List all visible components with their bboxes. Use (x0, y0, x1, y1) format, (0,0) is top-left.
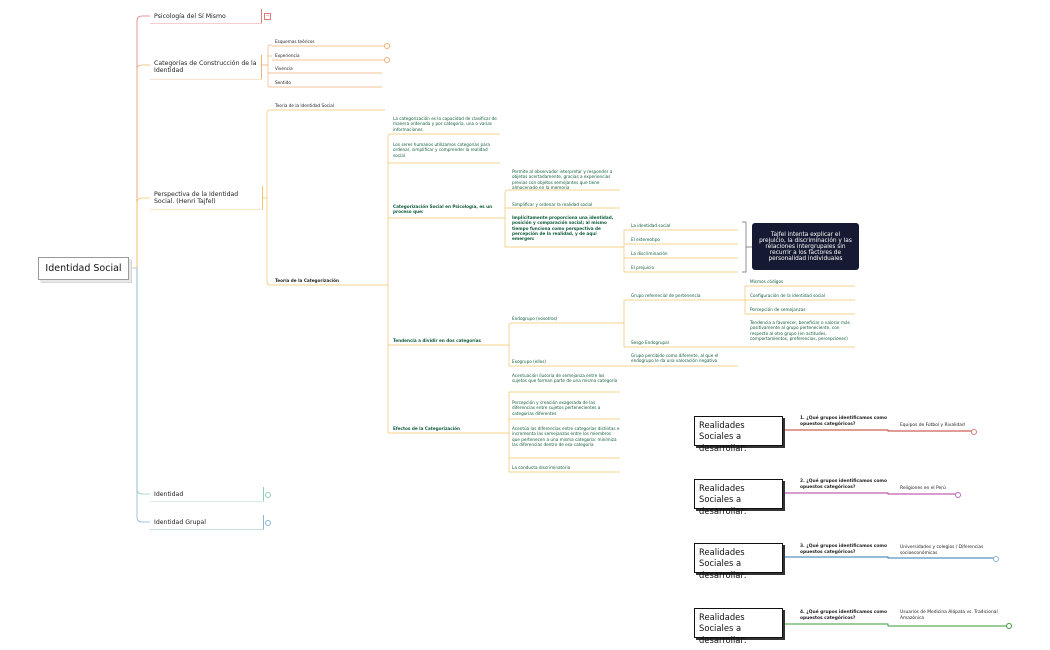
node-identidad[interactable]: Identidad (150, 487, 264, 501)
categoria-item[interactable]: Sentido (275, 80, 291, 85)
node-label: Identidad Grupal (154, 518, 206, 526)
branch-blue-line (136, 268, 150, 523)
expand-dot-icon[interactable] (955, 492, 961, 498)
node-efecto-item[interactable]: La conducta discriminatoria (512, 465, 571, 470)
node-grupo-ref-item[interactable]: Mismos códigos (750, 279, 784, 284)
node-proceso-item[interactable]: Permite al observador interpretar y resp… (512, 169, 613, 190)
branch-orange-line (136, 64, 150, 268)
node-identidad-grupal[interactable]: Identidad Grupal (150, 515, 264, 529)
summary-bracket (742, 221, 752, 273)
question-1[interactable]: 1. ¿Qué grupos identificamos como opuest… (800, 416, 888, 427)
node-tendencia-dos-categorias[interactable]: Tendencia a dividir en dos categorías (393, 338, 481, 343)
node-efecto-item[interactable]: Acentúa las diferencias entre categorías… (512, 426, 620, 447)
branch-green-line (136, 268, 150, 495)
node-proceso-item[interactable]: Simplificar y ordenar la realidad social (512, 202, 593, 207)
question-4[interactable]: 4. ¿Qué grupos identificamos como opuest… (800, 610, 888, 621)
node-label: Identidad (154, 490, 184, 498)
node-teoria-categorizacion[interactable]: Teoría de la Categorización (275, 278, 339, 283)
expand-dot-icon[interactable] (1006, 623, 1012, 629)
node-label: Psicología del Sí Mismo (154, 12, 226, 20)
root-label: Identidad Social (45, 263, 122, 274)
node-label: Tajfel intenta explicar el prejuicio, la… (759, 231, 852, 262)
root-node[interactable]: Identidad Social (38, 257, 129, 280)
categoria-item[interactable]: Experiencia (275, 53, 300, 58)
node-exogrupo[interactable]: Exogrupo (ellos) (512, 359, 547, 364)
node-emergen-item[interactable]: La identidad social (631, 223, 671, 228)
node-realidades-sociales-1[interactable]: Realidades Sociales a desarrollar: (694, 416, 783, 453)
branch-red-line (136, 15, 150, 268)
node-realidades-sociales-4[interactable]: Realidades Sociales a desarrollar: (694, 608, 783, 645)
node-label: Categorías de Construcción de la Identid… (154, 60, 257, 74)
node-efecto-item[interactable]: Acentuación ilusoria de semejanza entre … (512, 373, 618, 384)
node-label: Perspectiva de la Identidad Social. (Hen… (154, 190, 239, 205)
categoria-item[interactable]: Vivencia (275, 66, 293, 71)
branch-yellow-line (136, 197, 150, 268)
expand-dot-icon[interactable] (971, 429, 977, 435)
node-teoria-identidad-social[interactable]: Teoría de la Identidad Social (275, 103, 334, 108)
answer-4[interactable]: Usuarios de Medicina Alópata vs. Tradici… (900, 610, 998, 621)
node-emergen-item[interactable]: La discriminación (631, 251, 668, 256)
node-efectos-categorizacion[interactable]: Efectos de la Categorización (393, 426, 461, 431)
collapse-toggle-icon[interactable]: − (264, 13, 271, 20)
answer-3[interactable]: Universidades y colegios / Diferencias s… (900, 545, 984, 556)
node-sesgo-endogrupal[interactable]: Sesgo Endogrupal (631, 340, 669, 345)
question-2[interactable]: 2. ¿Qué grupos identificamos como opuest… (800, 479, 888, 490)
node-grupo-ref-item[interactable]: Configuración de la identidad social (750, 293, 826, 298)
categoria-item[interactable]: Esquemas teóricos (275, 39, 315, 44)
expand-dot-icon[interactable] (384, 57, 390, 63)
answer-2[interactable]: Religiones en el Perú (900, 486, 946, 491)
node-grupo-referencial[interactable]: Grupo referencial de pertenencia (631, 293, 701, 298)
expand-dot-icon[interactable] (993, 556, 999, 562)
node-perspectiva-identidad-social[interactable]: Perspectiva de la Identidad Social. (Hen… (150, 186, 263, 209)
node-emergen-item[interactable]: El estereotipo (631, 237, 660, 242)
node-tajfel-summary[interactable]: Tajfel intenta explicar el prejuicio, la… (752, 223, 859, 270)
node-proceso-item[interactable]: Implícitamente proporciona una identidad… (512, 215, 614, 241)
node-psicologia-si-mismo[interactable]: Psicología del Sí Mismo (150, 9, 262, 23)
answer-1[interactable]: Equipos de Fútbol y Rivalidad (900, 423, 965, 428)
node-def-categorizacion[interactable]: La categorización es la capacidad de cla… (393, 116, 497, 132)
expand-dot-icon[interactable] (265, 520, 271, 526)
node-realidades-sociales-2[interactable]: Realidades Sociales a desarrollar: (694, 479, 783, 516)
node-efecto-item[interactable]: Percepción y creación exagerada de las d… (512, 400, 601, 416)
node-def-seres-humanos[interactable]: Los seres humanos utilizamos categorías … (393, 142, 490, 158)
node-categorias-construccion[interactable]: Categorías de Construcción de la Identid… (150, 55, 262, 79)
node-emergen-item[interactable]: El prejuicio (631, 265, 655, 270)
expand-dot-icon[interactable] (265, 492, 271, 498)
node-exogrupo-descripcion[interactable]: Grupo percibido como diferente, al que e… (631, 353, 719, 364)
expand-dot-icon[interactable] (384, 43, 390, 49)
node-grupo-ref-item[interactable]: Percepción de semejanzas (750, 307, 806, 312)
question-3[interactable]: 3. ¿Qué grupos identificamos como opuest… (800, 544, 888, 555)
node-categorizacion-proceso[interactable]: Categorización Social en Psicología, es … (393, 204, 493, 215)
node-endogrupo[interactable]: Endogrupo (nosotros) (512, 316, 558, 321)
node-sesgo-descripcion[interactable]: Tendencia a favorecer, beneficiar o valo… (750, 320, 850, 341)
node-realidades-sociales-3[interactable]: Realidades Sociales a desarrollar: (694, 543, 783, 580)
